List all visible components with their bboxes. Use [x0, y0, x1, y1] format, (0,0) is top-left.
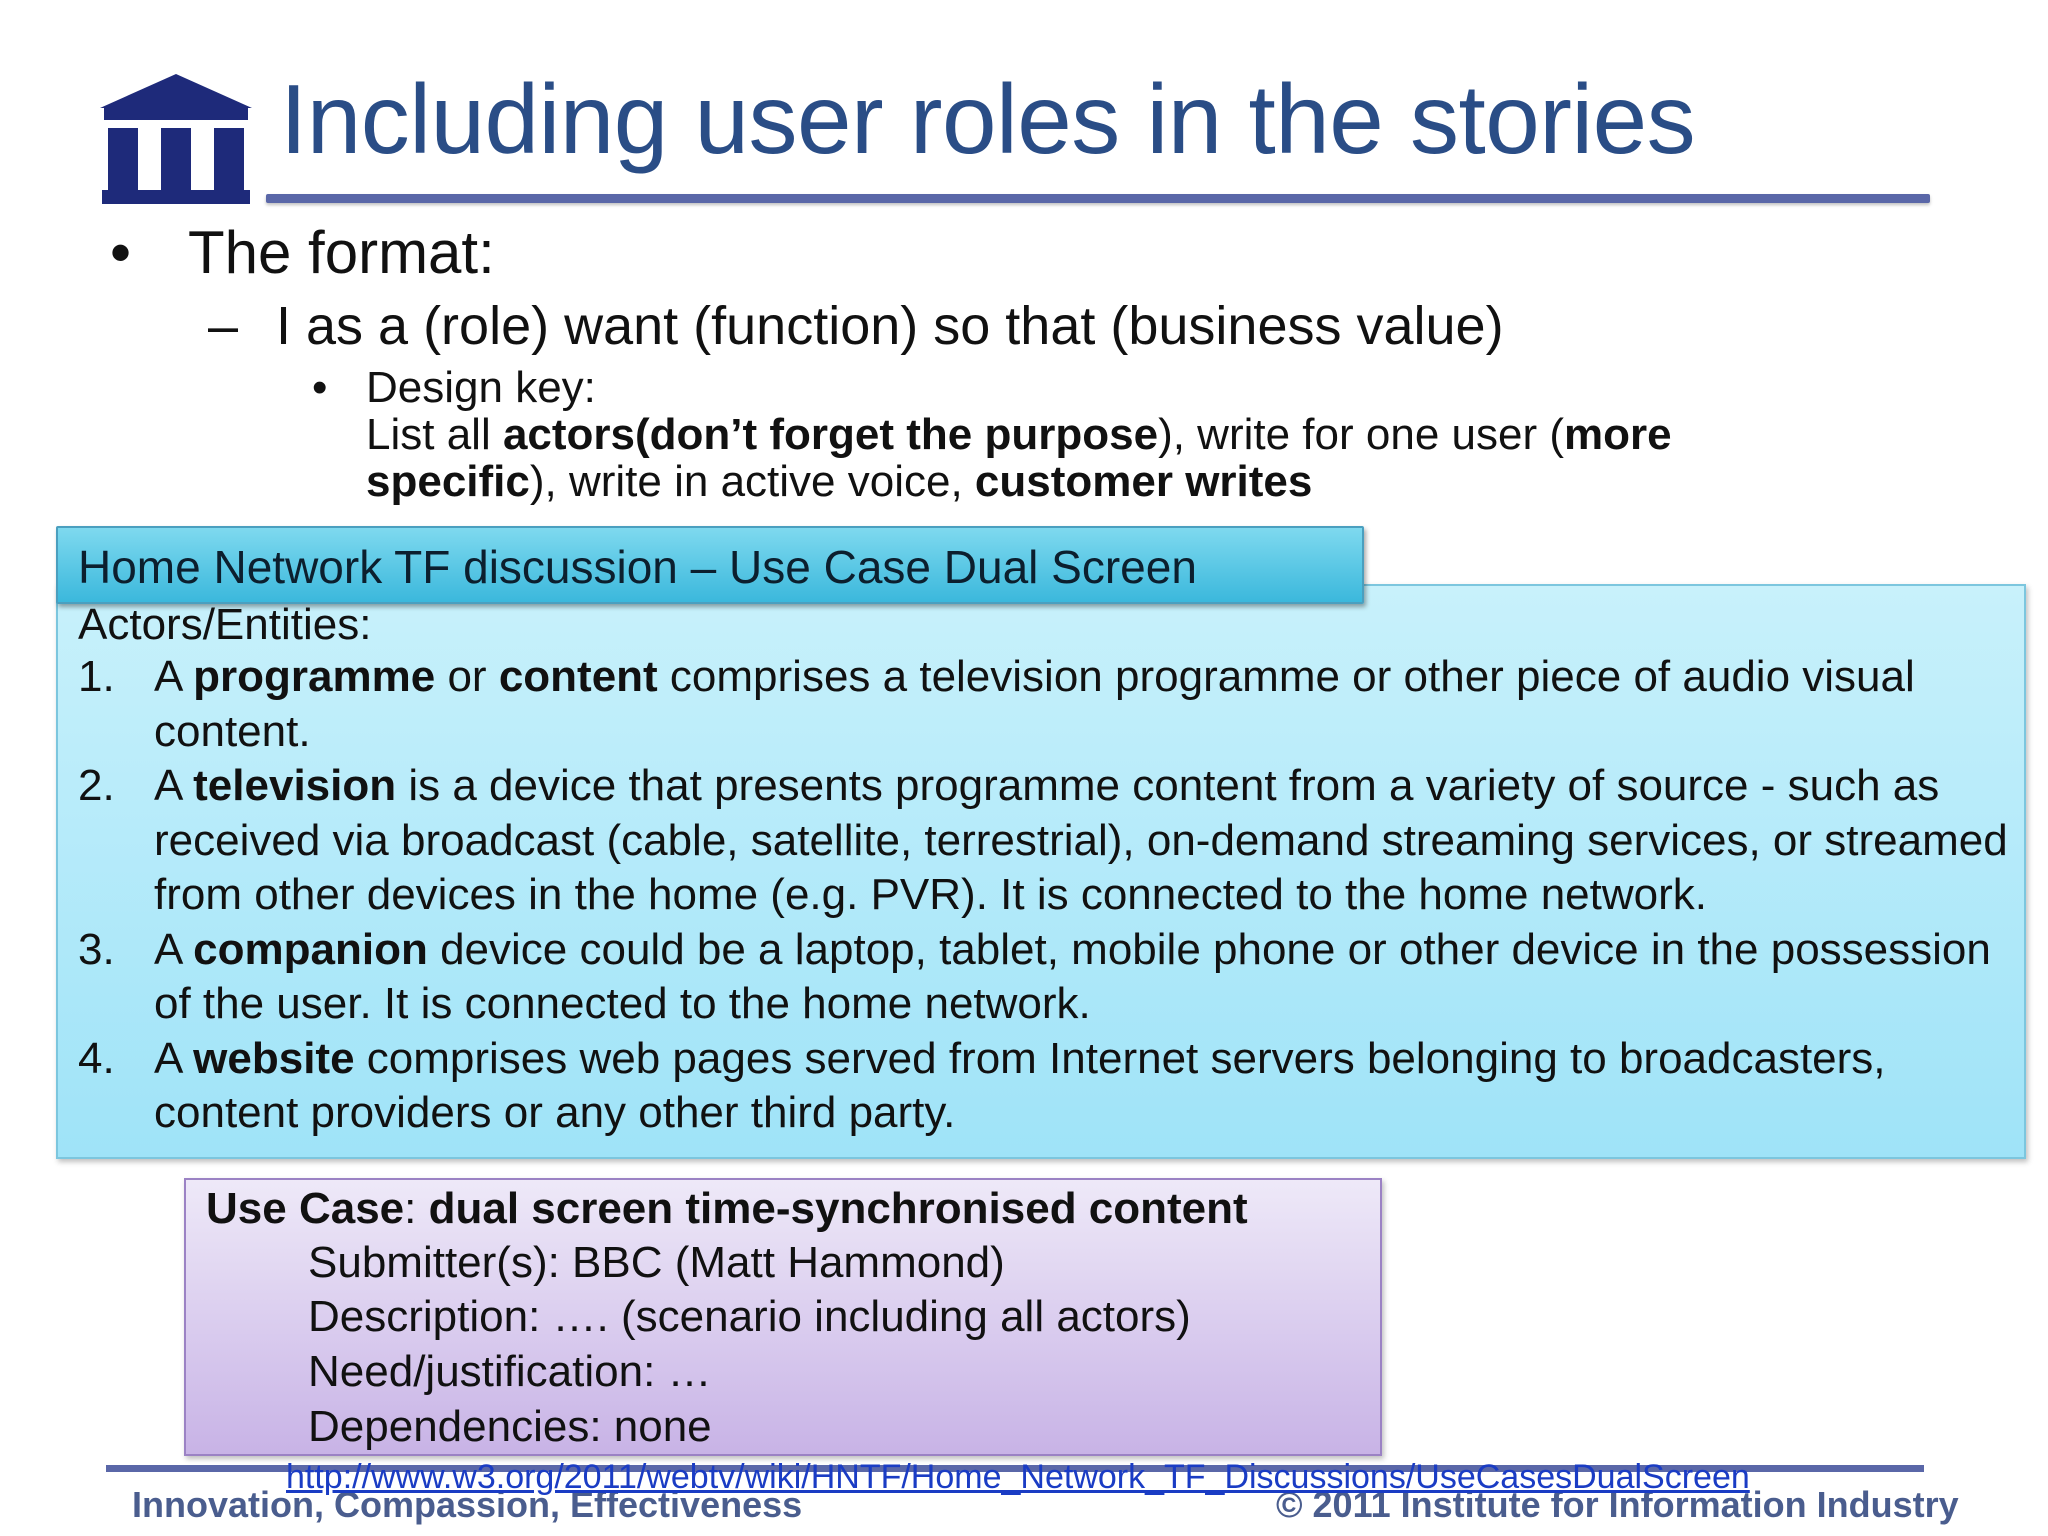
use-case-title: Use Case: dual screen time-synchronised … — [206, 1184, 1248, 1233]
format-text: I as a (role) want (function) so that (b… — [276, 296, 1504, 356]
list-item: 1.A programme or content comprises a tel… — [78, 652, 1915, 756]
item-number: 1. — [78, 652, 115, 701]
item-number: 2. — [78, 761, 115, 810]
actors-heading: Actors/Entities: — [78, 600, 372, 649]
use-case-submitter: Submitter(s): BBC (Matt Hammond) — [308, 1238, 1005, 1287]
list-item: 3.A companion device could be a laptop, … — [78, 924, 1991, 1029]
use-case-box — [184, 1178, 1382, 1456]
source-link[interactable]: http://www.w3.org/2011/webtv/wiki/HNTF/H… — [286, 1458, 1750, 1496]
title-underline — [266, 194, 1930, 203]
design-key-line-1: List all actors(don’t forget the purpose… — [366, 410, 1672, 459]
bullet-mark: • — [312, 363, 328, 412]
bullet-text: The format: — [188, 219, 495, 286]
slide-title: Including user roles in the stories — [280, 64, 1696, 174]
dash-mark: – — [208, 296, 239, 356]
actors-tab-label: Home Network TF discussion – Use Case Du… — [78, 541, 1197, 593]
list-item: 2.A television is a device that presents… — [78, 761, 2008, 919]
bullet-mark: • — [110, 219, 132, 286]
actors-list: 1.A programme or content comprises a tel… — [78, 650, 2018, 1141]
footer-rule — [106, 1465, 1924, 1472]
list-item: 4.A website comprises web pages served f… — [78, 1033, 1886, 1138]
item-number: 4. — [78, 1033, 115, 1083]
institute-logo-icon — [100, 74, 252, 204]
design-key-text: Design key: List all actors(don’t forget… — [366, 364, 1672, 505]
design-key-label: Design key: — [366, 363, 596, 412]
use-case-need: Need/justification: … — [308, 1347, 712, 1396]
use-case-dependencies: Dependencies: none — [308, 1402, 712, 1451]
use-case-description: Description: …. (scenario including all … — [308, 1292, 1191, 1341]
footer-copyright: © 2011 Institute for Information Industr… — [1276, 1484, 1959, 1525]
actors-tab — [56, 526, 1364, 604]
design-key-line-2: specific), write in active voice, custom… — [366, 457, 1313, 506]
item-number: 3. — [78, 924, 115, 974]
footer-slogan: Innovation, Compassion, Effectiveness — [132, 1484, 803, 1525]
actors-box — [56, 584, 2026, 1159]
